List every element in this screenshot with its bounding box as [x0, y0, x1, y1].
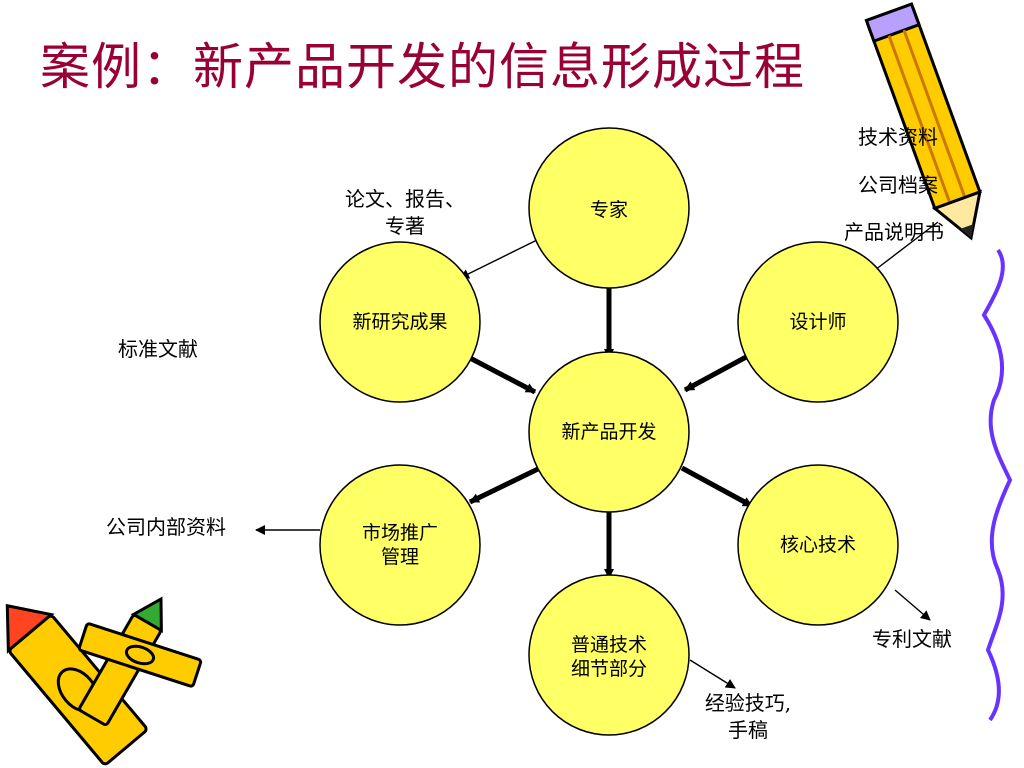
source-papers-line1: 论文、报告、	[345, 187, 465, 211]
nodes	[319, 127, 899, 736]
source-experience: 经验技巧, 手稿	[688, 690, 808, 744]
connector-general-tech-experience	[689, 659, 736, 689]
node-label-marketing: 市场推广 管理	[320, 521, 480, 569]
connectors	[255, 221, 939, 689]
node-label-general-tech-line2: 细节部分	[570, 658, 647, 680]
source-patents: 专利文献	[872, 627, 952, 651]
connector-core-tech-patents	[894, 589, 931, 621]
node-designer	[737, 241, 899, 403]
crayons-icon	[5, 596, 203, 766]
node-core-tech	[737, 464, 899, 626]
source-standards: 标准文献	[118, 337, 198, 361]
spoke-designer	[683, 353, 750, 393]
source-manual: 产品说明书	[844, 220, 944, 244]
spoke-research	[468, 355, 537, 395]
node-label-expert: 专家	[589, 199, 628, 221]
node-label-general-tech-line1: 普通技术	[570, 634, 647, 656]
node-marketing	[319, 464, 481, 626]
source-company-archive: 公司档案	[858, 173, 938, 197]
source-experience-line1: 经验技巧,	[704, 691, 792, 715]
source-papers-line2: 专著	[385, 214, 425, 238]
source-papers: 论文、报告、 专著	[330, 186, 480, 240]
node-label-general-tech: 普通技术 细节部分	[529, 633, 689, 681]
source-tech-docs: 技术资料	[858, 125, 938, 149]
node-expert	[528, 127, 690, 289]
node-label-center: 新产品开发	[561, 421, 657, 443]
spokes	[468, 288, 754, 579]
node-center	[528, 351, 690, 513]
node-label-marketing-line2: 管理	[380, 546, 419, 568]
connector-expert-papers	[459, 239, 538, 279]
spoke-marketing	[468, 465, 542, 505]
source-internal: 公司内部资料	[106, 515, 226, 539]
node-label-marketing-line1: 市场推广	[361, 522, 438, 544]
wavy-line	[981, 248, 1013, 722]
node-label-research: 新研究成果	[352, 311, 448, 333]
connector-designer-manual	[874, 221, 939, 271]
node-general-tech	[528, 574, 690, 736]
pencil-icon	[864, 2, 982, 241]
node-label-designer: 设计师	[789, 311, 847, 333]
page-title: 案例：新产品开发的信息形成过程	[40, 38, 805, 96]
node-label-core-tech: 核心技术	[779, 534, 856, 556]
spoke-core-tech	[680, 465, 754, 509]
source-experience-line2: 手稿	[728, 718, 768, 742]
node-research	[319, 241, 481, 403]
